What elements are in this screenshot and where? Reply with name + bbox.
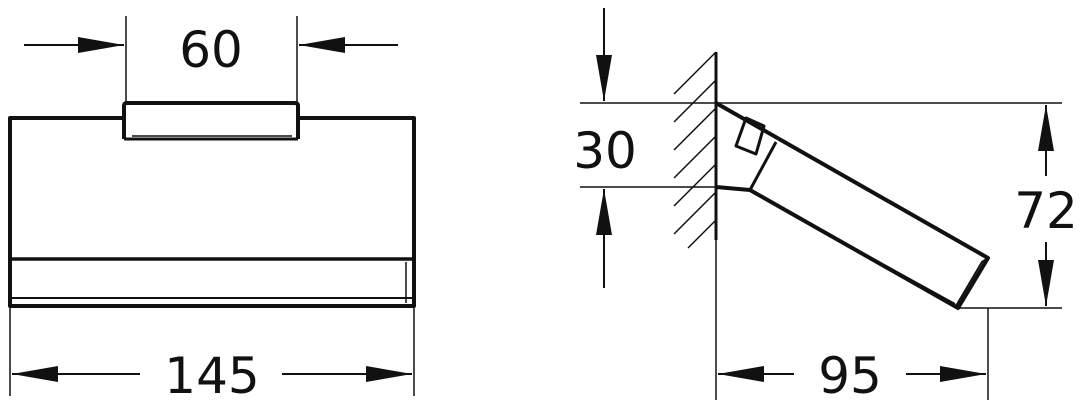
dimension-95: 95 bbox=[715, 240, 989, 405]
hatch-line bbox=[673, 191, 717, 235]
dimension-label-145: 145 bbox=[164, 347, 259, 405]
side-view-holder-profile bbox=[715, 101, 990, 310]
hatch-line bbox=[673, 51, 717, 95]
front-view-cover-body bbox=[8, 116, 416, 308]
side-view-hinge-line bbox=[748, 141, 778, 191]
side-view-lower-inner-edge bbox=[751, 191, 956, 305]
dimension-label-30: 30 bbox=[573, 122, 637, 180]
dimension-label-95: 95 bbox=[818, 347, 882, 405]
hatch-line bbox=[673, 135, 717, 179]
dimension-60: 60 bbox=[24, 16, 398, 103]
hatch-line bbox=[687, 219, 717, 249]
hatch-line bbox=[673, 107, 717, 151]
hatch-line bbox=[673, 163, 717, 207]
dimension-label-72: 72 bbox=[1014, 182, 1078, 240]
side-view-mount-slot bbox=[734, 116, 766, 156]
side-view: 30 72 95 bbox=[573, 8, 1078, 405]
dimension-72: 72 bbox=[718, 102, 1078, 309]
wall-hatching bbox=[673, 51, 718, 249]
side-view-end-cap bbox=[955, 257, 989, 307]
hatch-line bbox=[673, 79, 717, 123]
dimension-30: 30 bbox=[573, 8, 716, 288]
dimension-label-60: 60 bbox=[179, 21, 243, 79]
front-view-mounting-plate bbox=[122, 101, 300, 139]
front-view: 60 145 bbox=[8, 16, 416, 405]
dimension-145: 145 bbox=[9, 306, 415, 405]
